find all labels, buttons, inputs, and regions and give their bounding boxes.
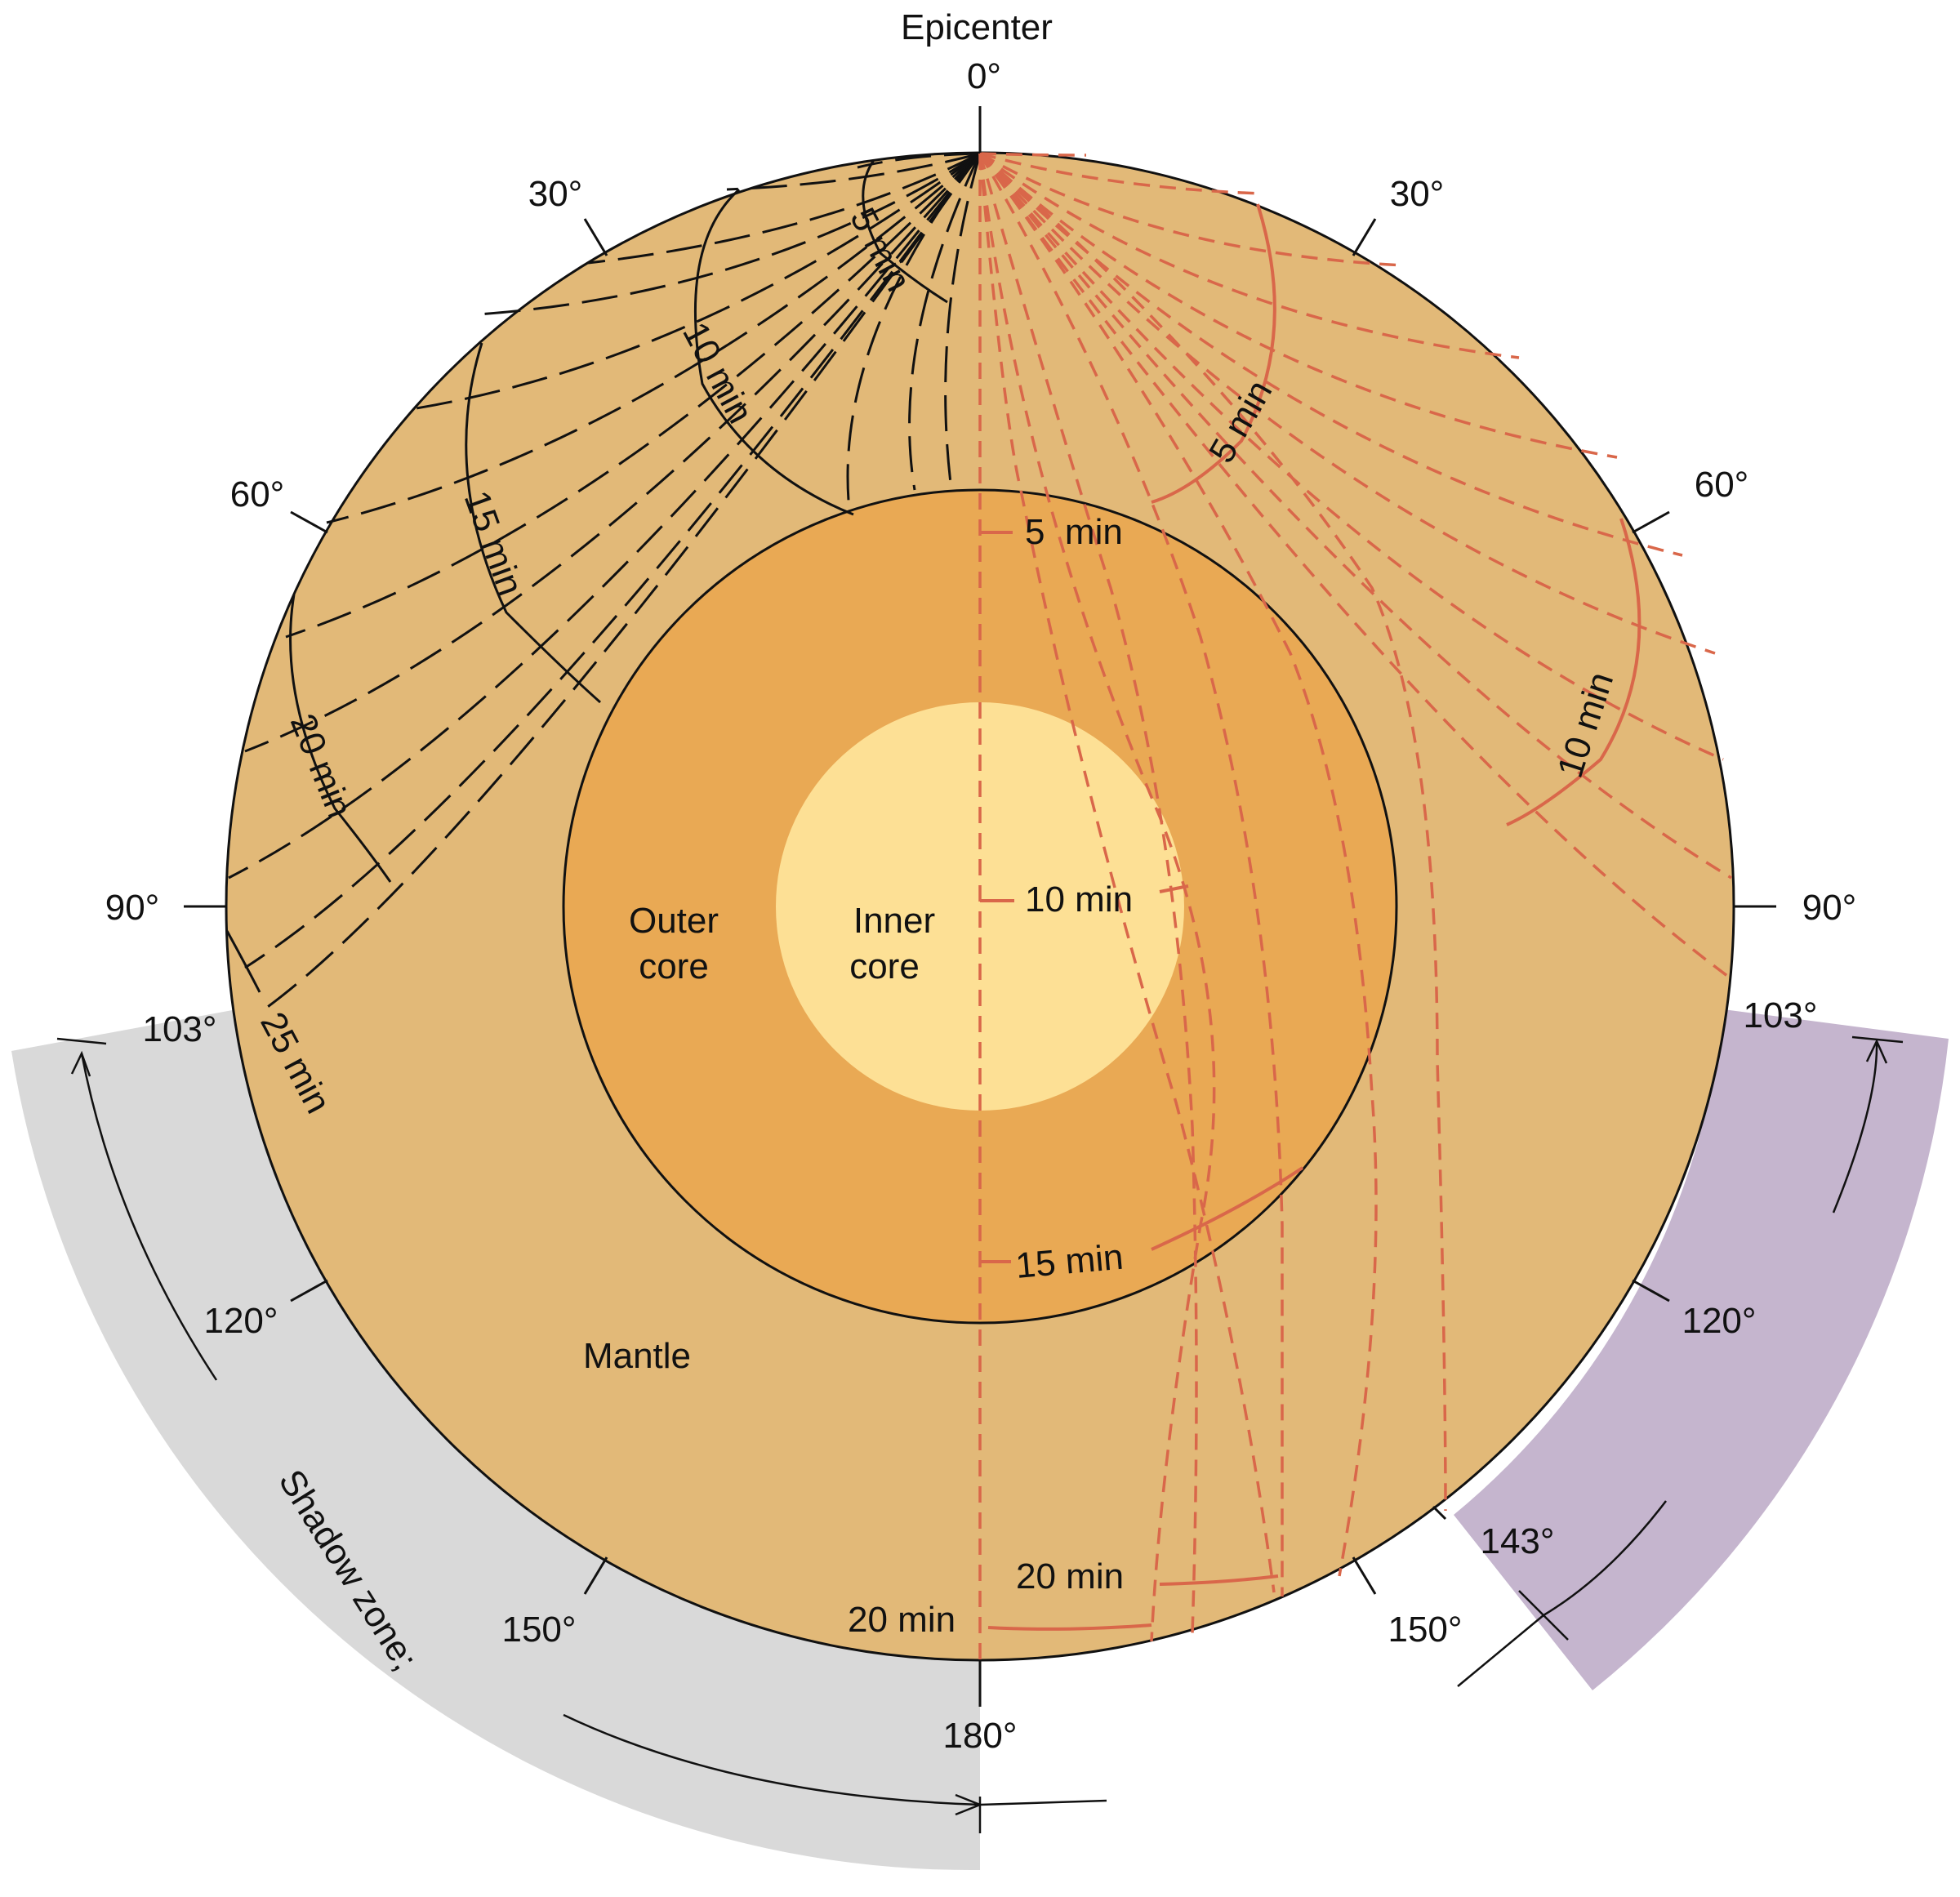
- tick-143: [1432, 1505, 1447, 1521]
- tick-120-left: [290, 1279, 328, 1303]
- p-wavefront-20min: [289, 594, 392, 883]
- epicenter-label: Epicenter: [901, 7, 1053, 47]
- tick-30-left: [583, 218, 608, 256]
- p-ray: [244, 153, 982, 753]
- degree-label-150-left: 150°: [501, 1610, 576, 1650]
- core-wavefront-20min-lower: [987, 1623, 1152, 1631]
- p-ray: [726, 152, 981, 191]
- tick-60-right: [1632, 510, 1670, 534]
- p-wavefront-10min: [693, 188, 854, 516]
- outer-core-label-line1: Outer: [629, 901, 719, 941]
- p-ray: [326, 152, 981, 524]
- s-ray: [979, 152, 1263, 195]
- p-ray: [265, 153, 982, 1010]
- s-ray: [979, 152, 1087, 157]
- s-shadow-arrow-lower-left: [1457, 1614, 1544, 1687]
- mantle-label: Mantle: [583, 1336, 691, 1376]
- s-wavefront-10min: [1506, 518, 1642, 826]
- tick-150-right: [1352, 1556, 1377, 1595]
- inner-core-layer: [776, 702, 1184, 1111]
- inner-core-label-line1: Inner: [853, 901, 935, 941]
- s-shadow-end-top: [1851, 1035, 1904, 1044]
- tick-60-left: [290, 510, 328, 534]
- p-ray: [857, 152, 981, 169]
- p-wavefront-5min: [862, 159, 948, 304]
- p-wave-shadow-zone-band: [11, 1009, 980, 1871]
- p-shadow-arrow-bottom-right: [979, 1799, 1107, 1806]
- p-shadow-arc-upper: [80, 1053, 218, 1381]
- p-ray: [477, 152, 981, 316]
- s-ray: [978, 152, 1732, 879]
- degree-label-120-right: 120°: [1682, 1301, 1756, 1341]
- s-ray: [978, 153, 1198, 1634]
- p-ray: [285, 152, 982, 639]
- s-ray: [978, 153, 1216, 1642]
- degree-label-90-right: 90°: [1802, 888, 1857, 928]
- s-wave-rays: [978, 152, 1732, 1659]
- p-ray: [416, 152, 981, 410]
- p-wavefront-15min: [465, 342, 601, 704]
- s-ray: [978, 152, 1724, 761]
- degree-label-60-left: 60°: [230, 474, 285, 514]
- s-shadow-arc-lower: [1543, 1500, 1667, 1617]
- core-wavefront-10min: [980, 884, 1189, 902]
- core-time-label-20min-lower: 20 min: [848, 1600, 956, 1640]
- p-shadow-arc-lower: [563, 1713, 981, 1806]
- outer-core-label-line2: core: [639, 946, 709, 986]
- s-wavefront-5min: [1151, 203, 1276, 504]
- degree-label-0: 0°: [967, 56, 1001, 96]
- s-ray: [978, 152, 1729, 977]
- degree-label-90-left: 90°: [105, 888, 160, 928]
- core-time-label-10min: 10 min: [1025, 879, 1133, 920]
- degree-label-60-right: 60°: [1695, 465, 1749, 505]
- s-wave-shadow-zone-band: [1454, 1009, 1949, 1690]
- core-time-label-5min: 5 min: [1025, 512, 1123, 552]
- p-ray: [244, 153, 982, 969]
- p-shadow-end-top: [56, 1037, 107, 1045]
- tick-150-left: [583, 1556, 608, 1595]
- core-wavefront-20min-upper: [1159, 1574, 1279, 1586]
- s-shadow-arrow-head-top: [1865, 1039, 1888, 1064]
- p-ray: [228, 153, 982, 879]
- s-wave-wavefronts: [980, 203, 1642, 1631]
- degree-label-103-right: 103°: [1743, 995, 1817, 1035]
- p-wavefront-25min: [225, 930, 261, 993]
- tick-30-right: [1352, 218, 1377, 256]
- p-ray: [944, 153, 982, 491]
- core-time-label-20min-upper: 20 min: [1016, 1556, 1124, 1596]
- p-shadow-arrow-head-top: [70, 1050, 91, 1077]
- core-wavefront-15min: [980, 1166, 1304, 1263]
- s-ray: [978, 152, 1716, 655]
- s-ray: [978, 152, 1447, 1512]
- tick-120-right: [1632, 1279, 1670, 1303]
- degree-label-150-right: 150°: [1388, 1610, 1462, 1650]
- p-wave-rays: [228, 152, 982, 1010]
- p-ray: [908, 153, 982, 491]
- degree-label-30-left: 30°: [528, 174, 583, 214]
- p-wave-wavefronts: [225, 159, 948, 993]
- degree-label-143: 143°: [1480, 1521, 1554, 1561]
- degree-ticks: [184, 106, 1776, 1707]
- s-ray: [978, 153, 1284, 1596]
- inner-core-label-line2: core: [849, 946, 920, 986]
- p-ray: [846, 153, 982, 511]
- degree-label-103-left: 103°: [142, 1009, 216, 1049]
- s-shadow-end-bottom: [1518, 1590, 1569, 1641]
- p-ray: [587, 152, 981, 265]
- s-ray: [978, 152, 1378, 1577]
- shadow-zone-arrows: [56, 1035, 1904, 1833]
- degree-label-180: 180°: [942, 1716, 1017, 1756]
- degree-label-30-right: 30°: [1390, 174, 1445, 214]
- s-ray: [978, 153, 1276, 1593]
- degree-label-120-left: 120°: [203, 1301, 278, 1341]
- core-time-label-15min: 15 min: [1014, 1237, 1125, 1286]
- s-ray: [978, 152, 1618, 459]
- s-shadow-arc-upper: [1832, 1040, 1878, 1213]
- s-ray: [979, 152, 1405, 267]
